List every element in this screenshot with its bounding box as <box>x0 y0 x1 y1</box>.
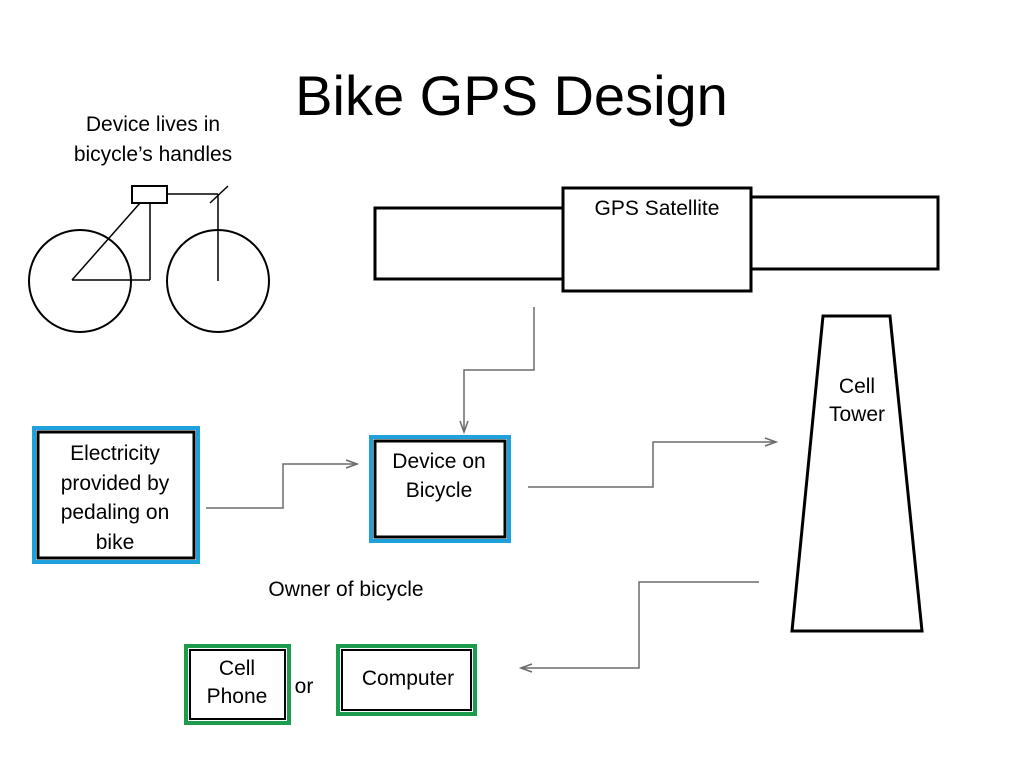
bike-note: Device lives in bicycle’s handles <box>38 110 268 170</box>
cell-tower-label-line: Tower <box>828 403 886 426</box>
electricity-label-line: provided by <box>60 471 170 495</box>
cell-tower-shape <box>790 314 924 633</box>
page-title: Bike GPS Design <box>295 64 728 127</box>
computer-box-frame <box>336 644 477 716</box>
electricity-label-line: pedaling on <box>60 501 170 524</box>
cell-phone-box <box>189 649 286 720</box>
bicycle-illustration <box>28 185 270 333</box>
cell-phone-box-frame <box>184 644 291 725</box>
electricity-label-line: bike <box>95 530 135 554</box>
owner-of-bicycle-label: Owner of bicycle <box>268 578 424 601</box>
satellite-body <box>561 186 753 293</box>
computer-label: Computer <box>361 667 455 690</box>
cell-phone-label-line: Cell <box>218 657 256 680</box>
satellite-left-panel <box>373 206 567 281</box>
or-label: or <box>294 675 314 698</box>
connector-tower-to-owner <box>521 581 759 668</box>
connector-electricity-to-device <box>206 464 357 509</box>
cell-tower-label: Cell Tower <box>812 373 902 429</box>
computer-box <box>341 649 472 711</box>
electricity-box-frame <box>32 426 200 564</box>
connector-satellite-to-device <box>464 307 535 432</box>
connector-device-to-tower <box>528 442 776 488</box>
electricity-label: Electricity provided by pedaling on bike <box>41 439 189 557</box>
bicycle-gps-device-box <box>131 185 168 204</box>
electricity-box <box>36 430 196 560</box>
gps-satellite-shape <box>373 186 940 293</box>
device-on-bicycle-label: Device on Bicycle <box>376 447 502 505</box>
device-label-line: Bicycle <box>405 479 473 502</box>
electricity-label-line: Electricity <box>70 442 160 465</box>
bike-note-line: Device lives in <box>85 113 221 136</box>
cell-phone-label: Cell Phone <box>190 655 284 711</box>
bicycle-down-tube <box>71 202 141 281</box>
bicycle-rear-wheel <box>28 229 132 333</box>
bike-note-line: bicycle’s handles <box>73 143 233 166</box>
bicycle-handlebar <box>209 185 229 204</box>
cell-phone-label-line: Phone <box>206 685 268 708</box>
satellite-right-panel <box>748 195 940 271</box>
gps-satellite-label: GPS Satellite <box>594 197 720 220</box>
device-box-frame <box>369 435 511 543</box>
device-label-line: Device on <box>392 450 486 473</box>
cell-tower-label-line: Cell <box>838 375 876 398</box>
device-box <box>373 439 507 539</box>
